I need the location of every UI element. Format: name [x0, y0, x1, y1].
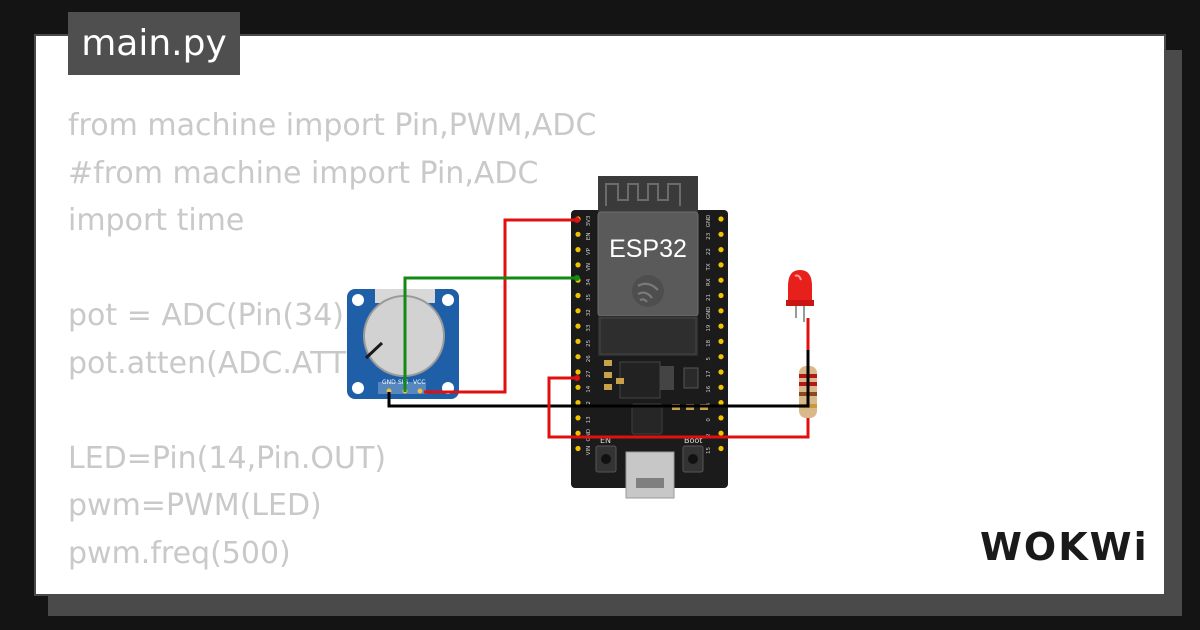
pot-pin-vcc-label: VCC	[413, 379, 425, 386]
pin-label: 33	[586, 324, 592, 331]
esp32-label: ESP32	[609, 235, 687, 263]
pin-label: GND	[706, 215, 712, 228]
code-line: pwm=PWM(LED)	[68, 488, 322, 523]
pin-label: 14	[586, 385, 592, 392]
code-line: pot.atten(ADC.ATT	[68, 345, 347, 381]
pin-label: 4	[706, 402, 712, 406]
code-line: #from machine import Pin,ADC	[68, 155, 539, 191]
pin-label: 17	[706, 370, 712, 377]
file-tab-main-py[interactable]: main.py	[68, 12, 240, 75]
pin-label: 19	[706, 324, 712, 331]
header-pin[interactable]	[575, 354, 581, 360]
pin-label: EN	[586, 233, 592, 241]
header-pin[interactable]	[718, 231, 724, 237]
pin-label: GND	[586, 429, 592, 442]
header-pin[interactable]	[718, 216, 724, 222]
pin-label: VIN	[586, 446, 592, 456]
boot-button[interactable]	[688, 454, 698, 464]
wire-gnd-led[interactable]	[387, 322, 810, 408]
boot-label: Boot	[684, 436, 702, 445]
pin-label: 23	[706, 232, 712, 239]
header-pin[interactable]	[575, 323, 581, 329]
pin-label: 35	[586, 294, 592, 301]
pin-label: VN	[586, 263, 592, 271]
pin-label: 22	[706, 248, 712, 255]
pin-label: 15	[706, 447, 712, 454]
header-pin[interactable]	[575, 384, 581, 390]
left-pin-header	[575, 216, 581, 452]
header-pin[interactable]	[575, 308, 581, 314]
pot-pin-sig-label: SIG	[398, 379, 409, 386]
header-pin[interactable]	[718, 354, 724, 360]
header-pin[interactable]	[575, 292, 581, 299]
pin-label: VP	[586, 247, 592, 255]
wire-sig-34[interactable]	[403, 276, 577, 392]
header-pin[interactable]	[718, 400, 724, 406]
header-pin[interactable]	[718, 445, 724, 452]
header-pin[interactable]	[575, 369, 581, 375]
code-line: pwm.freq(500)	[68, 535, 291, 571]
pin-label: 26	[586, 355, 592, 362]
pot-pin-gnd-label: GND	[382, 379, 396, 386]
pin-label: 32	[586, 309, 592, 316]
right-pin-header	[718, 216, 724, 452]
header-pin[interactable]	[575, 415, 581, 421]
pin-label: 27	[586, 370, 592, 377]
header-pin[interactable]	[718, 247, 724, 253]
wire-vcc-3v3[interactable]	[424, 218, 577, 394]
header-pin[interactable]	[575, 400, 581, 406]
en-label: EN	[600, 436, 611, 445]
header-pin[interactable]	[718, 415, 724, 421]
pin-label: 16	[706, 385, 712, 392]
pin-label: RX	[706, 278, 712, 286]
wokwi-logo: WOKWi	[980, 525, 1148, 569]
pin-label: 2	[706, 433, 712, 437]
wire-pin14-resistor[interactable]	[547, 376, 810, 439]
header-pin[interactable]	[718, 262, 724, 268]
header-pin[interactable]	[718, 323, 724, 329]
header-pin[interactable]	[575, 231, 581, 237]
pin-label: 18	[706, 339, 712, 346]
code-line: import time	[68, 203, 245, 238]
header-pin[interactable]	[718, 292, 724, 299]
code-line: LED=Pin(14,Pin.OUT)	[68, 440, 387, 476]
header-pin[interactable]	[575, 262, 581, 268]
header-pin[interactable]	[575, 430, 581, 436]
header-pin[interactable]	[718, 384, 724, 390]
pin-label: GND	[706, 306, 712, 319]
pin-label: 34	[586, 278, 592, 285]
pin-label: 21	[706, 294, 712, 301]
header-pin[interactable]	[718, 369, 724, 375]
code-line: pot = ADC(Pin(34))	[68, 298, 356, 333]
header-pin[interactable]	[718, 338, 724, 344]
header-pin[interactable]	[718, 308, 724, 314]
pin-label: TX	[706, 263, 712, 271]
esp32-board[interactable]: ESP32 EN Boot 3V3ENVPVN34353233252627141…	[571, 176, 728, 499]
potentiometer[interactable]: GND SIG VCC	[347, 289, 459, 399]
code-line: from machine import Pin,PWM,ADC	[68, 108, 597, 143]
header-pin[interactable]	[575, 445, 581, 452]
wokwi-logo-text: WOKWi	[980, 525, 1148, 569]
en-button[interactable]	[601, 454, 611, 464]
header-pin[interactable]	[575, 338, 581, 344]
header-pin[interactable]	[575, 247, 581, 253]
pin-label: 0	[706, 418, 712, 422]
header-pin[interactable]	[718, 430, 724, 436]
pin-label: 25	[586, 339, 592, 346]
wires	[387, 217, 810, 439]
espressif-logo	[632, 275, 664, 307]
red-led[interactable]	[786, 270, 814, 322]
code-editor: from machine import Pin,PWM,ADC #from mac…	[68, 102, 596, 577]
pin-label: 5	[706, 356, 712, 360]
header-pin[interactable]	[718, 277, 724, 283]
pin-label: 3V3	[586, 215, 592, 226]
pin-label: 13	[586, 416, 592, 423]
